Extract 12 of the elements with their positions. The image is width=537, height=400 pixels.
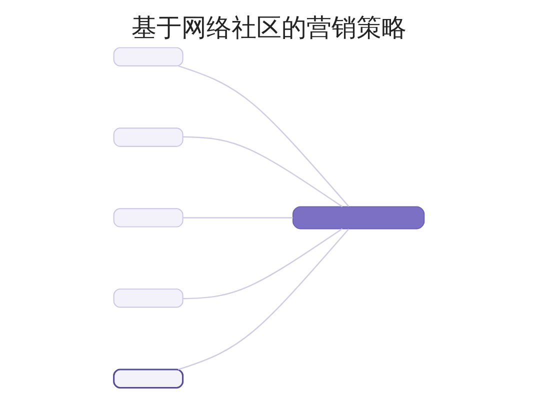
connector bbox=[182, 136, 342, 208]
connector bbox=[178, 65, 349, 207]
diagram-title: 基于网络社区的营销策略 bbox=[131, 13, 406, 42]
connector bbox=[178, 228, 349, 370]
node-box bbox=[112, 128, 183, 147]
connector bbox=[182, 228, 342, 300]
node-box bbox=[112, 368, 184, 388]
node-box bbox=[112, 47, 183, 66]
connector bbox=[182, 217, 292, 218]
node-box bbox=[292, 206, 424, 230]
node-box bbox=[112, 208, 183, 228]
node-box bbox=[112, 288, 183, 308]
